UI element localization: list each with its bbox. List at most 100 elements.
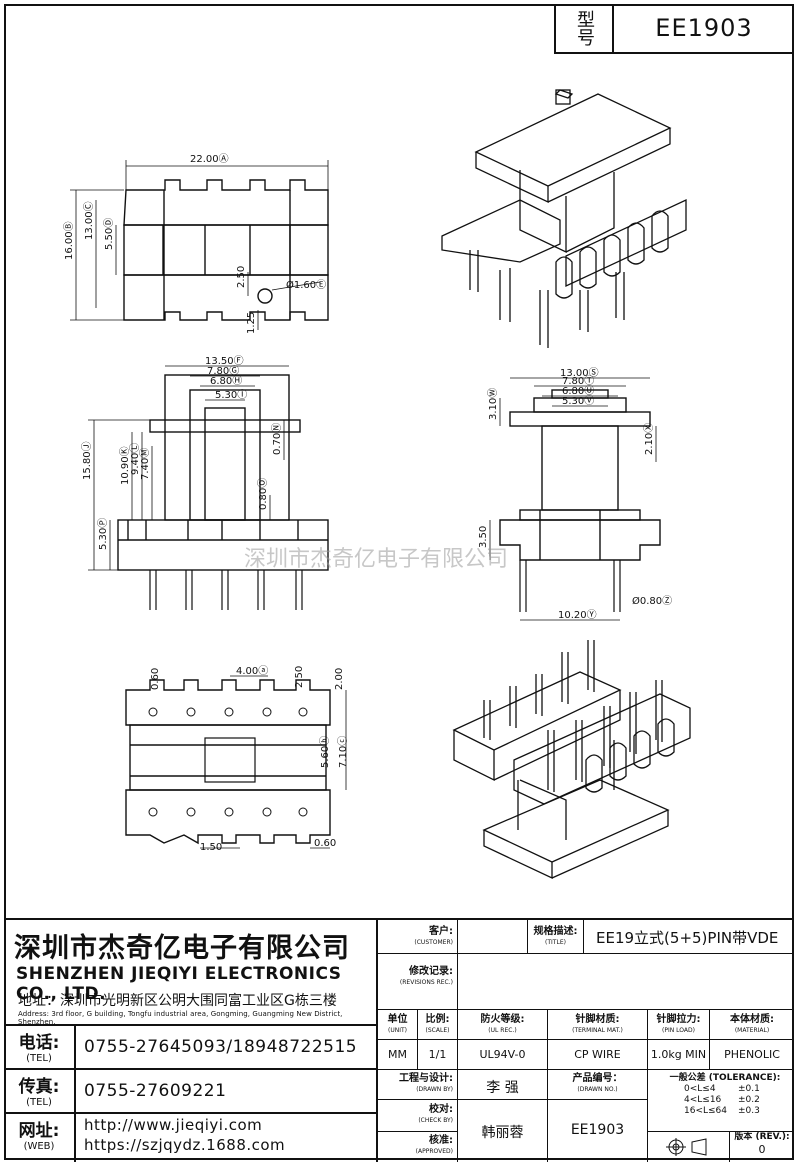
dim-front-view-7: 7.40Ⓜ — [139, 448, 151, 480]
dim-front-view-6: 9.40Ⓛ — [129, 443, 141, 475]
dim-bottom-view-0: 0.60 — [150, 668, 161, 690]
drawing-no-label: 产品编号： — [572, 1073, 623, 1084]
ul-value: UL94V-0 — [458, 1040, 548, 1070]
drawing-no-value: EE1903 — [548, 1100, 648, 1162]
dim-top-view-2: 13.00Ⓒ — [83, 201, 95, 240]
material-label-cell: 本体材质: (MATERIAL) — [710, 1010, 794, 1040]
tolerance-range-3: 16<L≤64 — [684, 1106, 728, 1116]
company-address-cn: 地址：深圳市光明新区公明大围同富工业区G栋三楼 — [18, 993, 337, 1009]
tel-row: 电话: (TEL) 0755-27645093/18948722515 — [4, 1024, 378, 1068]
dim-bottom-view-2: 2.50 — [294, 666, 305, 688]
revisions-value — [458, 954, 794, 1010]
company-info: 深圳市杰奇亿电子有限公司 SHENZHEN JIEQIYI ELECTRONIC… — [4, 920, 378, 1162]
tolerance-range-2: 4<L≤16 — [684, 1095, 722, 1105]
title-block: 深圳市杰奇亿电子有限公司 SHENZHEN JIEQIYI ELECTRONIC… — [4, 918, 794, 1162]
material-value: PHENOLIC — [710, 1040, 794, 1070]
tolerance-cell: 一般公差 (TOLERANCE): 0<L≤4 ±0.1 4<L≤16 ±0.2… — [648, 1070, 794, 1132]
revisions-label-cell: 修改记录: (REVISIONS REC.) — [378, 954, 458, 1010]
tolerance-value-2: ±0.2 — [738, 1095, 760, 1105]
model-label: 型号 — [556, 4, 614, 52]
dim-front-view-10: 5.30Ⓟ — [97, 518, 109, 550]
company-address-en: Address: 3rd floor, G building, Tongfu i… — [18, 1010, 343, 1026]
fax-value: 0755-27609221 — [84, 1081, 227, 1101]
company-name-en: SHENZHEN JIEQIYI ELECTRONICS CO., LTD. — [16, 964, 342, 1004]
tolerance-range-1: 0<L≤4 — [684, 1084, 716, 1094]
scale-label: 比例: — [425, 1014, 450, 1025]
dimension-labels: 22.00Ⓐ 16.00Ⓑ 13.00Ⓒ 5.50Ⓓ 2.50 Ø1.60Ⓔ 1.25 13.… — [63, 153, 672, 853]
web-sub: (WEB) — [23, 1141, 55, 1152]
check-label: 校对: — [429, 1104, 453, 1115]
fax-sub: (TEL) — [26, 1097, 52, 1108]
pinload-label: 针脚拉力: — [656, 1014, 701, 1025]
dim-front-view-1: 7.80Ⓖ — [207, 365, 239, 377]
dim-front-view-4: 15.80Ⓙ — [81, 441, 93, 480]
fax-label: 传真: — [18, 1077, 60, 1097]
customer-label-cell: 客户: (CUSTOMER) — [378, 920, 458, 954]
scale-sub: (SCALE) — [425, 1027, 450, 1034]
dim-bottom-view-4: 5.60ⓑ — [319, 736, 331, 768]
front-view — [88, 365, 329, 610]
dim-side-view-7: 10.20Ⓨ — [558, 609, 597, 621]
company-name-cn: 深圳市杰奇亿电子有限公司 — [14, 933, 350, 964]
projection-symbol-icon — [666, 1138, 707, 1156]
material-sub: (MATERIAL) — [734, 1027, 770, 1034]
tel-value: 0755-27645093/18948722515 — [84, 1037, 358, 1057]
approved-label-cell: 核准:(APPROVED) — [378, 1132, 458, 1162]
dim-side-view-5: 2.10Ⓧ — [643, 423, 655, 455]
dim-front-view-8: 0.70Ⓝ — [271, 423, 283, 455]
dim-bottom-view-5: 7.10ⓒ — [337, 736, 349, 768]
drawing-no-label-cell: 产品编号： (DRAWN NO.) — [548, 1070, 648, 1100]
material-label: 本体材质: — [730, 1014, 774, 1025]
drawn-value: 李 强 — [458, 1070, 548, 1100]
scale-value: 1/1 — [418, 1040, 458, 1070]
check-label-cell: 校对:(CHECK BY) — [378, 1100, 458, 1132]
rev-cell: 版本 (REV.): 0 — [730, 1132, 794, 1162]
tel-sub: (TEL) — [26, 1053, 52, 1064]
dim-front-view-2: 6.80Ⓗ — [210, 375, 242, 387]
dim-bottom-view-1: 4.00ⓐ — [236, 665, 268, 677]
terminal-value: CP WIRE — [548, 1040, 648, 1070]
ul-sub: (UL REC.) — [488, 1027, 517, 1034]
title-sub: (TITLE) — [545, 939, 566, 946]
dim-bottom-view-3: 2.00 — [334, 668, 345, 690]
dim-top-view-5: Ø1.60Ⓔ — [286, 279, 326, 291]
dim-front-view-3: 5.30Ⓘ — [215, 389, 247, 401]
model-box: 型号 EE1903 — [554, 4, 794, 54]
dim-side-view-2: 6.80Ⓤ — [562, 385, 594, 397]
top-view — [70, 160, 329, 330]
side-view — [489, 377, 661, 621]
unit-value: MM — [378, 1040, 418, 1070]
isometric-view-top — [441, 89, 687, 348]
dim-side-view-0: 13.00Ⓢ — [560, 367, 599, 379]
drawing-no-sub: (DRAWN NO.) — [577, 1086, 618, 1093]
dim-top-view-0: 22.00Ⓐ — [190, 153, 229, 165]
dim-side-view-3: 5.30Ⓥ — [562, 395, 594, 407]
dim-front-view-9: 0.80Ⓞ — [257, 478, 269, 510]
title-label-cell: 规格描述: (TITLE) — [528, 920, 584, 954]
revisions-label: 修改记录: — [409, 966, 453, 977]
dim-bottom-view-7: 0.60 — [314, 838, 336, 849]
rev-value: 0 — [758, 1143, 766, 1156]
unit-label: 单位 — [387, 1014, 408, 1025]
drawing-sheet — [4, 4, 794, 1160]
dim-top-view-1: 16.00Ⓑ — [63, 221, 75, 260]
drawn-label: 工程与设计: — [399, 1073, 453, 1084]
bottom-view — [125, 675, 347, 849]
pinload-value: 1.0kg MIN — [648, 1040, 710, 1070]
model-number: EE1903 — [655, 14, 753, 42]
customer-label: 客户: — [429, 926, 453, 937]
terminal-label: 针脚材质: — [575, 1014, 620, 1025]
dim-top-view-3: 5.50Ⓓ — [103, 218, 115, 250]
dim-top-view-6: 1.25 — [246, 312, 257, 334]
engineering-drawing: 22.00Ⓐ 16.00Ⓑ 13.00Ⓒ 5.50Ⓓ 2.50 Ø1.60Ⓔ 1.25 13.… — [63, 89, 691, 880]
web-link-1[interactable]: http://www.jieqiyi.com — [84, 1116, 263, 1134]
dim-front-view-5: 10.90Ⓚ — [119, 446, 131, 485]
rev-label: 版本 (REV.): — [734, 1132, 790, 1142]
projection-symbol-cell — [648, 1132, 730, 1162]
web-link-2[interactable]: https://szjqydz.1688.com — [84, 1136, 286, 1154]
ul-label-cell: 防火等级: (UL REC.) — [458, 1010, 548, 1040]
pinload-label-cell: 针脚拉力:(PIN LOAD) — [648, 1010, 710, 1040]
drawn-sub: (DRAWN BY) — [416, 1086, 453, 1093]
isometric-view-bottom — [452, 640, 691, 880]
ul-label: 防火等级: — [480, 1014, 525, 1025]
